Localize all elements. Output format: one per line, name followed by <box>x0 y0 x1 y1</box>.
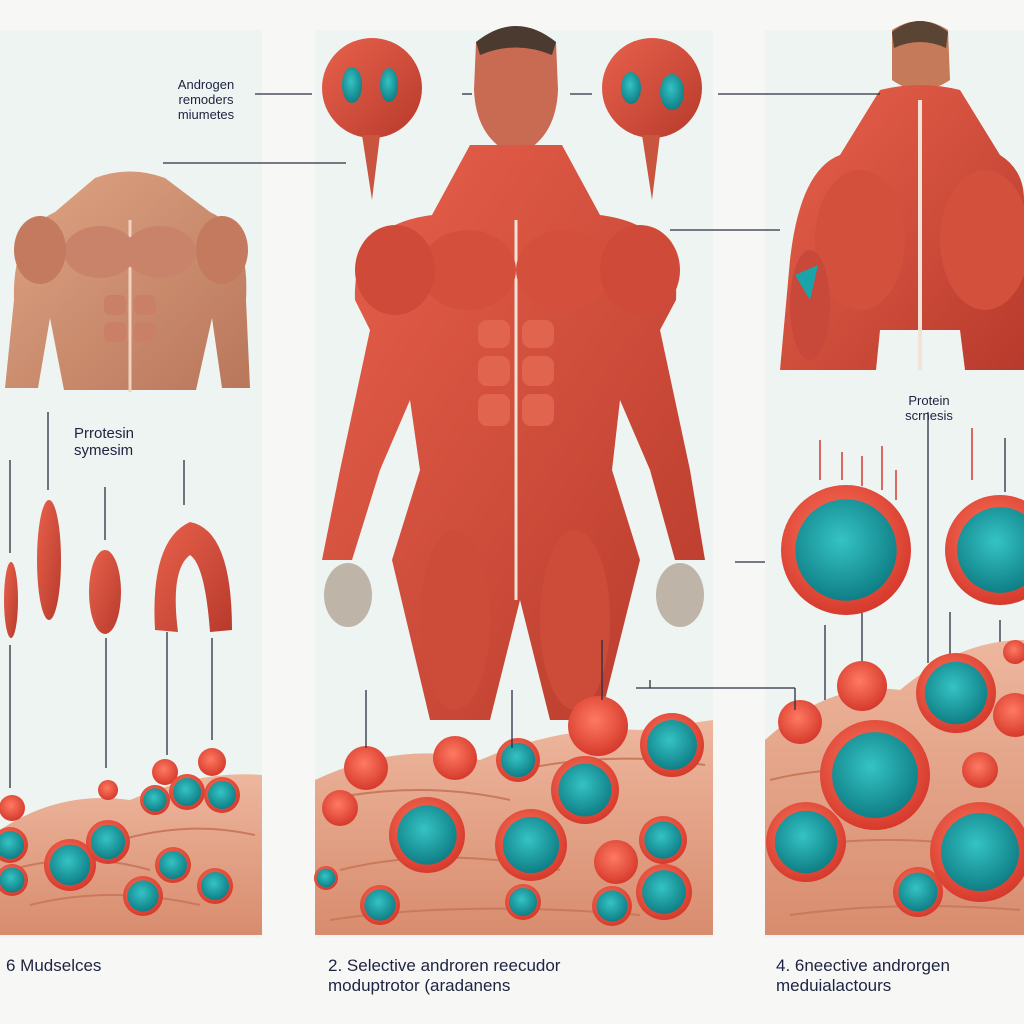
left-torso <box>5 171 250 392</box>
red-cell <box>0 795 25 821</box>
nucleated-cell <box>916 653 996 733</box>
nucleated-cell <box>314 866 338 890</box>
nucleated-cell <box>505 884 541 920</box>
nucleated-cell <box>766 802 846 882</box>
nucleated-cell <box>930 802 1024 902</box>
back-figure <box>780 21 1024 370</box>
middle-cells <box>314 696 704 926</box>
red-cell <box>1003 640 1024 664</box>
nucleated-cell <box>551 756 619 824</box>
inset-left <box>322 38 422 200</box>
nucleated-cell <box>389 797 465 873</box>
red-cell <box>152 759 178 785</box>
nucleated-cell <box>123 876 163 916</box>
red-cell <box>568 696 628 756</box>
nucleated-cell <box>781 485 911 615</box>
caption-left: 6 Mudselces <box>6 956 102 975</box>
nucleated-cell <box>197 868 233 904</box>
left-muscle-fibers <box>4 500 232 638</box>
inset-right <box>602 38 702 200</box>
nucleated-cell <box>44 839 96 891</box>
nucleated-cell <box>496 738 540 782</box>
left-tissue <box>0 774 262 935</box>
nucleated-cell <box>86 820 130 864</box>
red-cell <box>594 840 638 884</box>
left-arrows <box>9 412 213 788</box>
caption-right: 4. 6neective androrgen meduialactours <box>776 956 950 996</box>
nucleated-cell <box>640 713 704 777</box>
red-cell <box>778 700 822 744</box>
anatomy-figure <box>322 26 705 720</box>
nucleated-cell <box>945 495 1024 605</box>
nucleated-cell <box>636 864 692 920</box>
left-cells <box>0 748 240 916</box>
leader-lines <box>163 93 880 748</box>
nucleated-cell <box>155 847 191 883</box>
red-cell <box>344 746 388 790</box>
red-cell <box>837 661 887 711</box>
nucleated-cell <box>639 816 687 864</box>
caption-middle: 2. Selective androren reecudor moduptrot… <box>328 956 561 996</box>
nucleated-cell <box>820 720 930 830</box>
red-cell <box>98 780 118 800</box>
red-cell <box>962 752 998 788</box>
nucleated-cell <box>360 885 400 925</box>
red-cell <box>322 790 358 826</box>
nucleated-cell <box>169 774 205 810</box>
nucleated-cell <box>592 886 632 926</box>
right-cells <box>766 485 1024 917</box>
nucleated-cell <box>204 777 240 813</box>
nucleated-cell <box>140 785 170 815</box>
nucleated-cell <box>495 809 567 881</box>
red-markers <box>819 428 973 500</box>
red-cell <box>993 693 1024 737</box>
nucleated-cell <box>893 867 943 917</box>
label-protein-synthesis-right: Protein scrnesis <box>905 393 953 423</box>
red-cell <box>198 748 226 776</box>
nucleated-cell <box>0 864 28 896</box>
red-cell <box>433 736 477 780</box>
nucleated-cell <box>0 827 28 863</box>
label-androgen: Androgen remoders miumetes <box>177 77 235 122</box>
label-protein-synthesis-left: Prrotesin symesim <box>74 425 135 460</box>
